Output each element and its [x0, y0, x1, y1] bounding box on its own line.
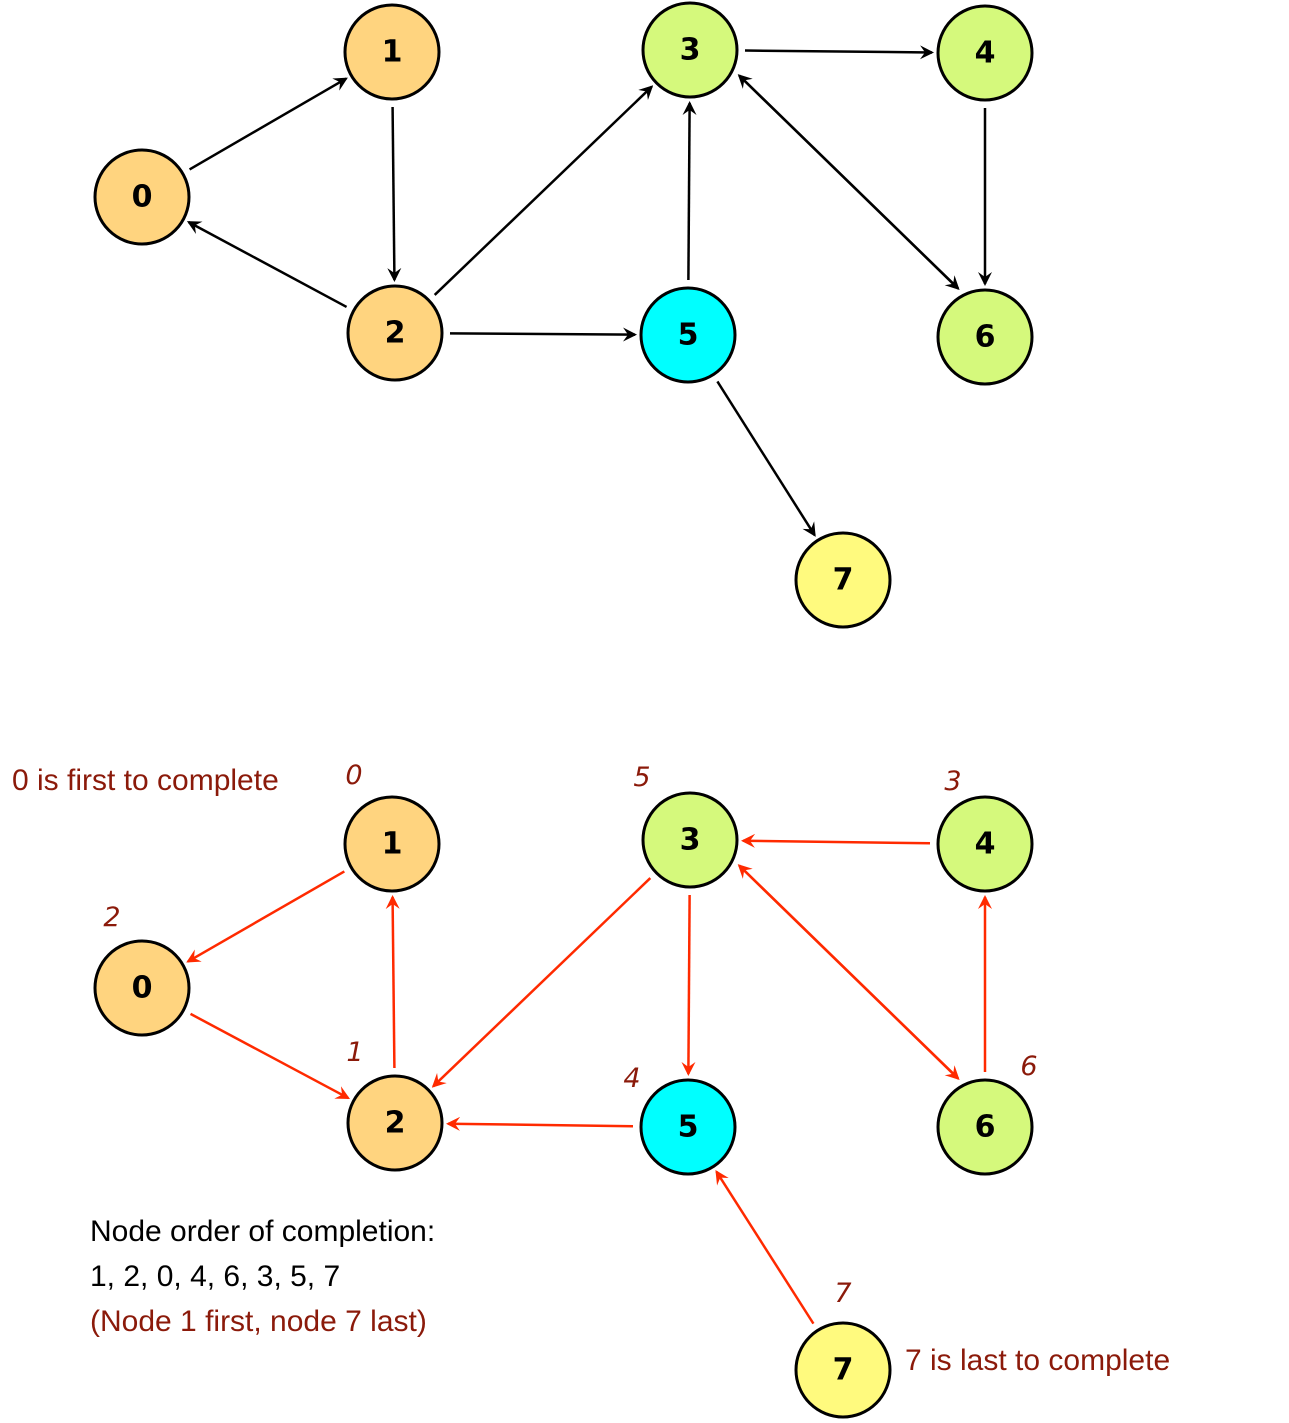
- original-edge-0-to-1: [188, 77, 348, 171]
- node-label: 3: [680, 823, 701, 858]
- node-circle: [936, 288, 1034, 386]
- original-node-1: 1: [343, 3, 441, 101]
- completion-order-title: Node order of completion:: [90, 1215, 435, 1248]
- reversed-node-4: 43: [936, 766, 1034, 893]
- node-circle: [936, 795, 1034, 893]
- first-to-complete-note: 0 is first to complete: [12, 764, 279, 797]
- completion-order-label: 0: [345, 760, 362, 791]
- reversed-edge-0-to-2: [189, 1012, 351, 1100]
- reversed-node-0: 02: [93, 902, 191, 1037]
- node-label: 4: [975, 36, 996, 71]
- reversed-node-7: 77: [794, 1278, 892, 1419]
- completion-order-label: 3: [944, 766, 961, 797]
- completion-order-label: 4: [623, 1063, 640, 1094]
- original-node-7: 7: [794, 531, 892, 629]
- completion-order-label: 1: [346, 1037, 363, 1068]
- reversed-edge-3-to-2: [431, 877, 652, 1088]
- reversed-node-5: 54: [623, 1063, 737, 1176]
- original-edge-5-to-3: [682, 100, 697, 281]
- reversed-edge-2-to-1: [385, 894, 400, 1069]
- reversed-edge-4-to-3: [740, 833, 931, 848]
- original-node-4: 4: [936, 4, 1034, 102]
- completion-order-label: 7: [834, 1278, 851, 1309]
- completion-order-note: (Node 1 first, node 7 last): [90, 1305, 427, 1338]
- original-graph-edges: [186, 45, 992, 537]
- completion-order-sequence: 1, 2, 0, 4, 6, 3, 5, 7: [90, 1260, 340, 1293]
- completion-order-label: 5: [633, 762, 650, 793]
- node-label: 1: [382, 827, 403, 862]
- original-node-0: 0: [93, 148, 191, 246]
- reversed-node-6: 66: [936, 1051, 1038, 1176]
- original-edge-2-to-5: [449, 327, 638, 342]
- node-label: 7: [833, 1353, 854, 1388]
- node-circle: [639, 1078, 737, 1176]
- node-circle: [639, 286, 737, 384]
- node-circle: [794, 1321, 892, 1419]
- node-circle: [343, 795, 441, 893]
- node-label: 7: [833, 563, 854, 598]
- reversed-edge-7-to-5: [715, 1169, 815, 1325]
- reversed-graph-edges: [186, 833, 992, 1325]
- node-circle: [794, 531, 892, 629]
- node-label: 2: [385, 316, 406, 351]
- node-circle: [346, 1074, 444, 1172]
- original-node-6: 6: [936, 288, 1034, 386]
- node-circle: [93, 148, 191, 246]
- node-label: 0: [132, 180, 153, 215]
- reversed-edge-3-to-6: [739, 865, 960, 1080]
- node-label: 6: [975, 320, 996, 355]
- node-label: 1: [382, 35, 403, 70]
- original-graph-nodes: 0 1 2 3 4 5 6 7: [93, 1, 1034, 629]
- node-label: 3: [680, 33, 701, 68]
- original-edge-5-to-7: [716, 380, 816, 537]
- node-circle: [343, 3, 441, 101]
- original-edge-2-to-0: [186, 220, 348, 309]
- original-node-5: 5: [639, 286, 737, 384]
- original-edge-6-to-3: [737, 74, 958, 289]
- reversed-edge-1-to-0: [186, 870, 345, 963]
- reversed-node-1: 10: [343, 760, 441, 893]
- reversed-edge-3-to-5: [681, 894, 696, 1077]
- node-circle: [346, 284, 444, 382]
- node-label: 5: [678, 318, 699, 353]
- node-label: 4: [975, 827, 996, 862]
- completion-order-label: 2: [103, 902, 120, 933]
- reversed-node-2: 21: [346, 1037, 444, 1172]
- node-circle: [641, 791, 739, 889]
- node-label: 5: [678, 1110, 699, 1145]
- node-label: 0: [132, 971, 153, 1006]
- node-label: 2: [385, 1106, 406, 1141]
- node-circle: [936, 1078, 1034, 1176]
- original-edge-1-to-2: [387, 106, 402, 283]
- reversed-edge-5-to-2: [445, 1116, 634, 1131]
- node-circle: [93, 939, 191, 1037]
- node-label: 6: [975, 1110, 996, 1145]
- node-circle: [936, 4, 1034, 102]
- completion-order-label: 6: [1020, 1051, 1037, 1082]
- node-circle: [641, 1, 739, 99]
- last-to-complete-note: 7 is last to complete: [905, 1344, 1170, 1377]
- original-node-3: 3: [641, 1, 739, 99]
- original-node-2: 2: [346, 284, 444, 382]
- original-edge-3-to-4: [744, 45, 935, 60]
- reversed-node-3: 35: [633, 762, 739, 889]
- original-edge-2-to-3: [433, 85, 654, 296]
